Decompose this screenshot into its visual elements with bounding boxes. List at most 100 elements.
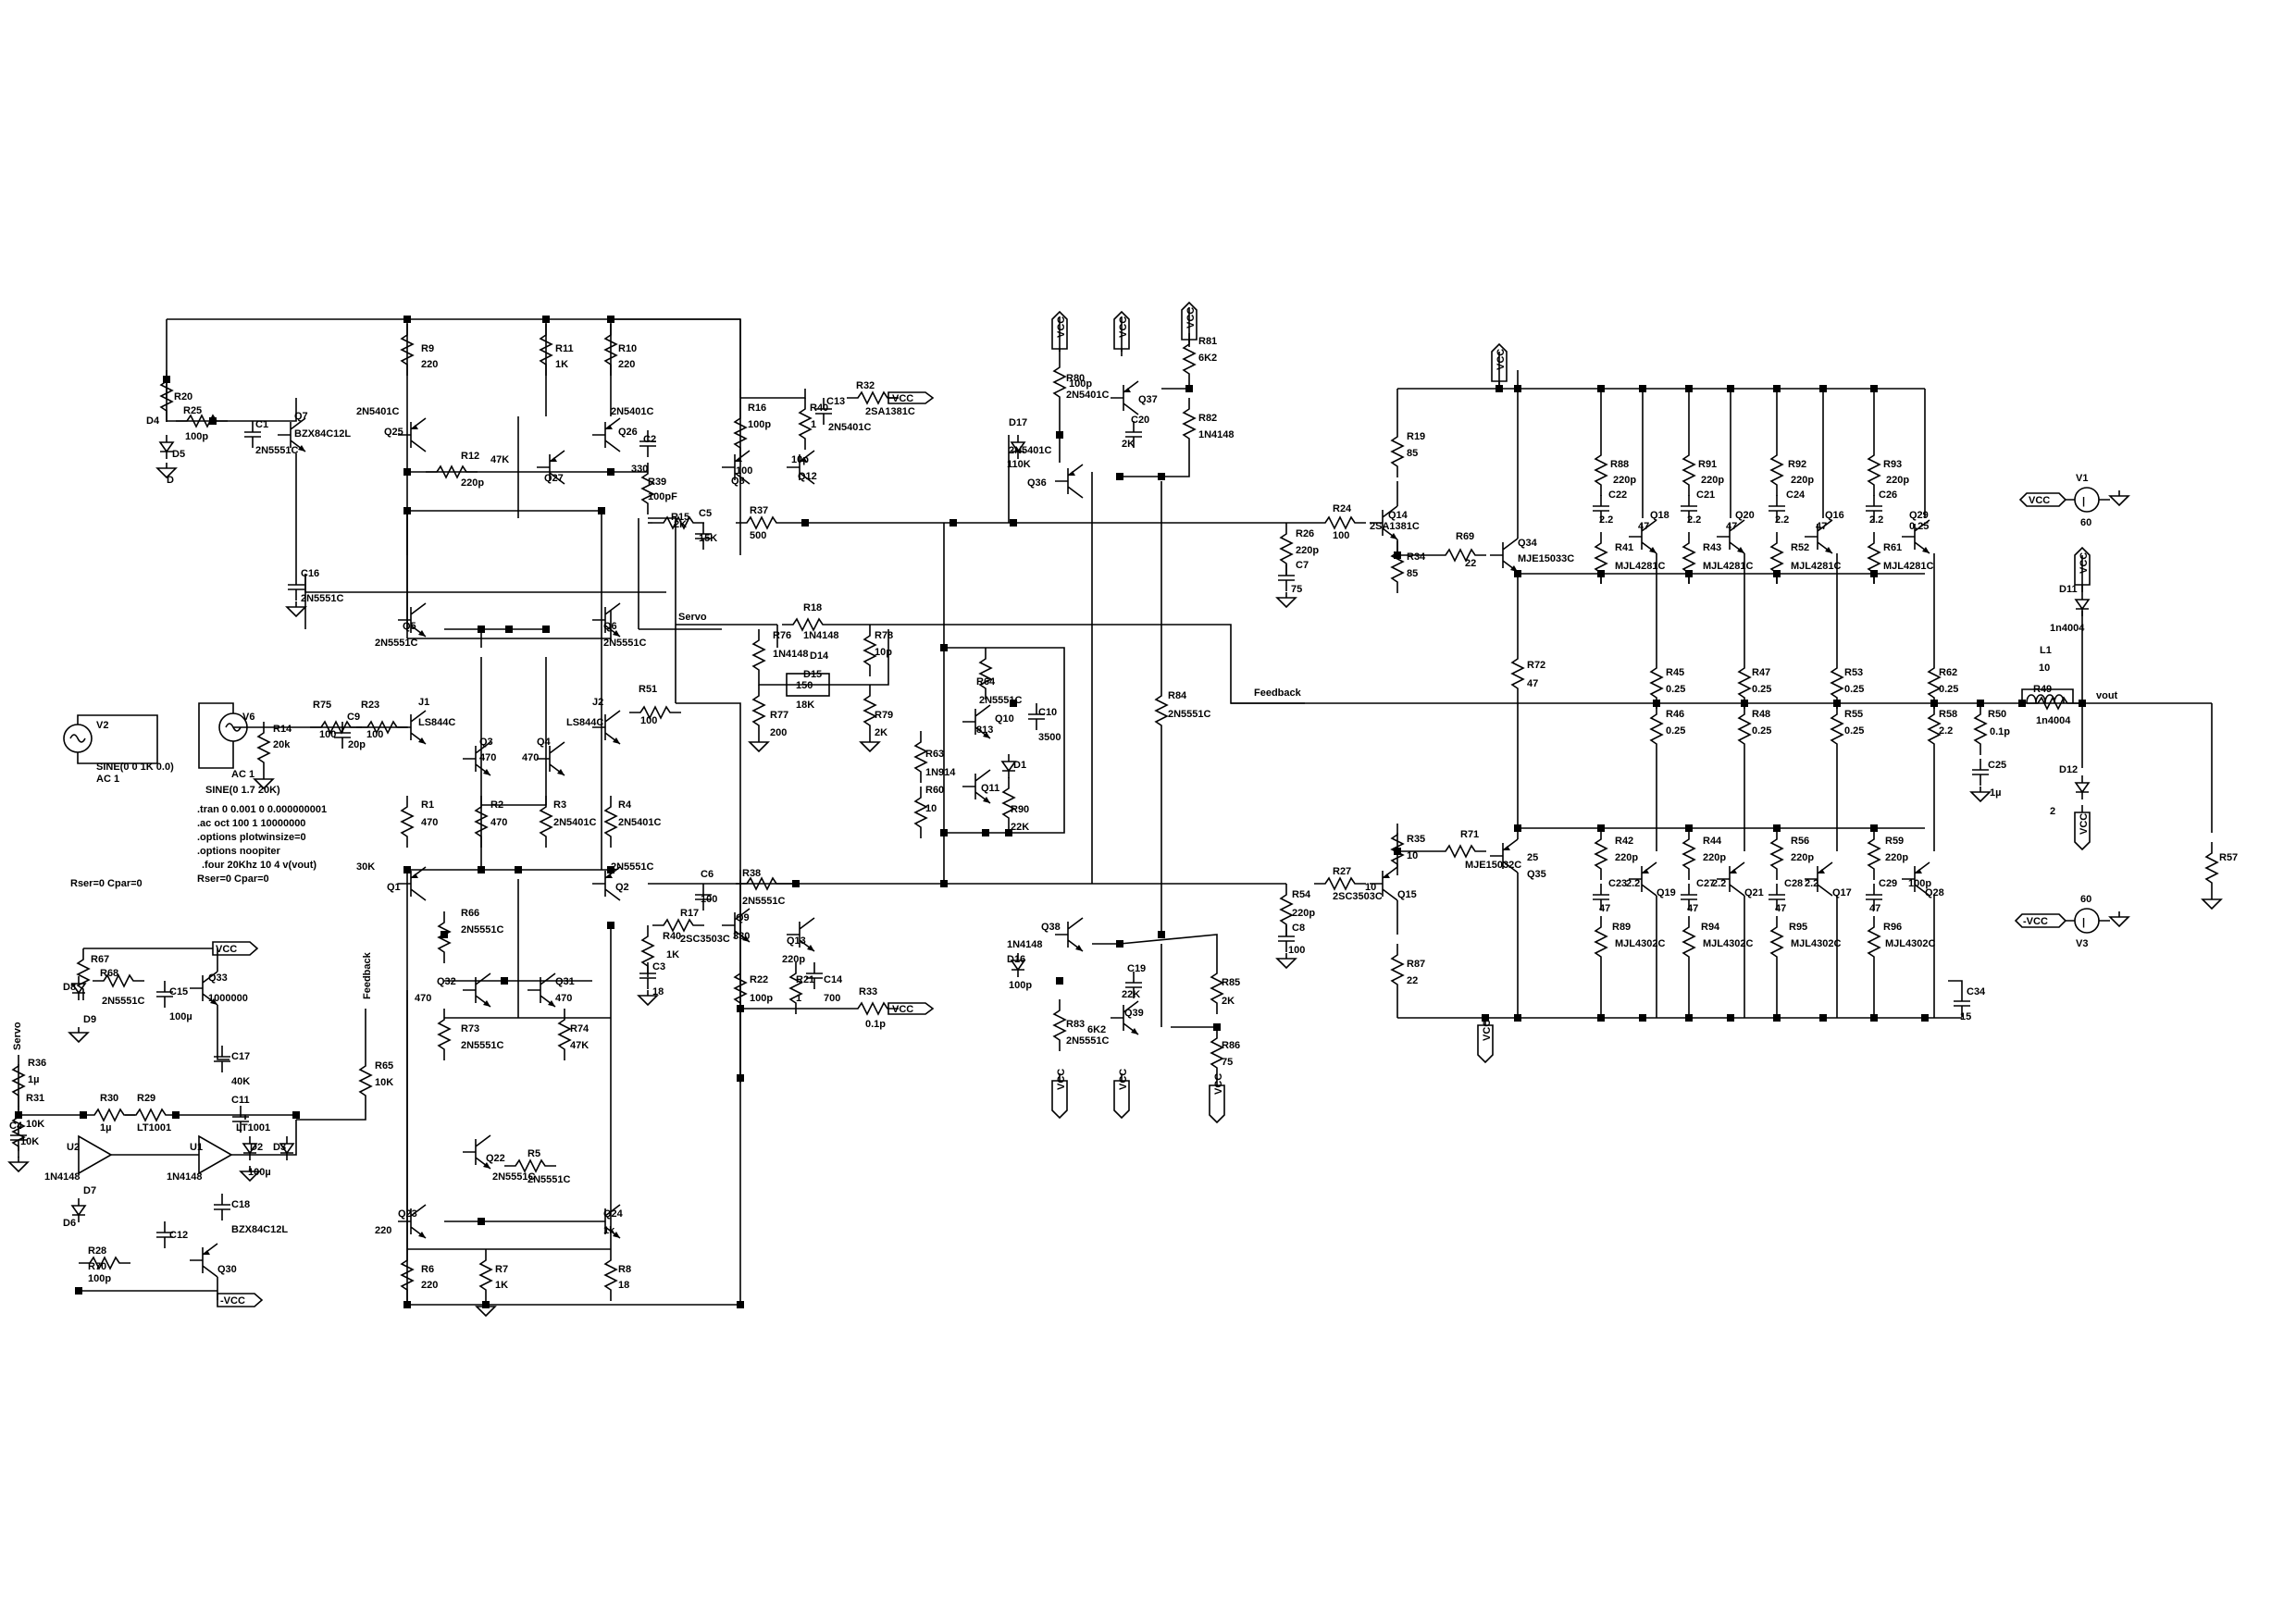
svg-text:1N4148: 1N4148 — [773, 649, 809, 660]
svg-text:22K: 22K — [1011, 822, 1029, 833]
c13-ref: C13 — [826, 396, 845, 407]
r89-ref: R89 — [1612, 922, 1631, 933]
r94-ref: R94 — [1701, 922, 1720, 933]
svg-text:200: 200 — [770, 727, 787, 738]
r26-ref: R26 — [1296, 528, 1314, 539]
nvcc-flag-3: VCC — [1213, 1073, 1224, 1095]
r8-ref: R8 — [618, 1264, 631, 1275]
r83-ref: R83 — [1066, 1019, 1085, 1030]
svg-text:100p: 100p — [750, 993, 773, 1004]
svg-text:2.2: 2.2 — [1775, 514, 1789, 526]
r6-ref: R6 — [421, 1264, 434, 1275]
q23-ref: Q23 — [398, 1208, 417, 1220]
svg-text:220p: 220p — [1703, 852, 1726, 863]
q37-type: 100p — [1069, 378, 1092, 390]
u2-ref: U2 — [67, 1142, 80, 1153]
svg-text:470: 470 — [421, 817, 438, 828]
svg-text:0.25: 0.25 — [1844, 684, 1864, 695]
svg-text:220p: 220p — [1791, 475, 1814, 486]
c8-ref: C8 — [1292, 923, 1305, 934]
directive-4: .options noopiter — [197, 846, 281, 857]
svg-text:MJL4281C: MJL4281C — [1883, 561, 1933, 572]
svg-text:0.25: 0.25 — [1666, 725, 1685, 737]
r24-ref: R24 — [1333, 503, 1352, 514]
r65-ref: R65 — [375, 1060, 393, 1072]
l1-ref: L1 — [2040, 645, 2052, 656]
r22-ref: R22 — [750, 974, 768, 985]
svg-text:2N5401C: 2N5401C — [553, 817, 597, 828]
svg-text:10: 10 — [1407, 850, 1418, 861]
svg-text:1k: 1k — [603, 1225, 615, 1236]
svg-text:1n4004: 1n4004 — [2050, 623, 2085, 634]
r12-ref: R12 — [461, 451, 479, 462]
svg-text:0.25: 0.25 — [1844, 725, 1864, 737]
svg-text:18: 18 — [618, 1280, 629, 1291]
d12-ref: D12 — [2059, 764, 2078, 775]
svg-text:0.25: 0.25 — [1752, 725, 1771, 737]
c34-ref: C34 — [1967, 986, 1986, 997]
svg-text:2.2: 2.2 — [1599, 514, 1613, 526]
d7-ref: D7 — [83, 1185, 96, 1196]
d9-ref: D9 — [83, 1014, 96, 1025]
q11-ref: Q11 — [981, 783, 999, 794]
q25-ref: Q25 — [384, 427, 403, 438]
q6-ref: Q6 — [603, 621, 617, 632]
v2-ac: AC 1 — [96, 774, 119, 785]
vout-net-label: vout — [2096, 690, 2118, 701]
c26-ref: C26 — [1879, 489, 1897, 501]
r91-ref: R91 — [1698, 459, 1717, 470]
r30-ref: R30 — [100, 1093, 118, 1104]
r27-ref: R27 — [1333, 866, 1351, 877]
q39-ref: Q39 — [1124, 1008, 1144, 1019]
svg-text:75: 75 — [1291, 584, 1302, 595]
q17-type: 2.2 — [1805, 878, 1818, 889]
c4-ref: C4 — [9, 1121, 23, 1132]
svg-text:10K: 10K — [26, 1119, 44, 1130]
r61-ref: R61 — [1883, 542, 1902, 553]
r16-ref: R16 — [748, 403, 766, 414]
vcc-flag-3: VCC — [1185, 307, 1197, 328]
c1-ref: C1 — [255, 419, 268, 430]
d2-ref: D2 — [250, 1142, 263, 1153]
svg-text:220p: 220p — [1292, 908, 1315, 919]
svg-text:1µ: 1µ — [28, 1074, 39, 1085]
c19-ref: C19 — [1127, 963, 1146, 974]
svg-text:10p: 10p — [875, 647, 892, 658]
svg-text:100: 100 — [319, 729, 336, 740]
svg-text:20k: 20k — [273, 739, 291, 750]
nvcc-flag-2: VCC — [1118, 1069, 1129, 1090]
svg-text:2.2: 2.2 — [1939, 725, 1953, 737]
nvcc-flag-1: VCC — [1056, 1069, 1067, 1090]
v1-polarity: | — [2082, 496, 2085, 507]
r54-ref: R54 — [1292, 889, 1311, 900]
r80-ref: R80 — [1066, 373, 1085, 384]
r77-ref: R77 — [770, 710, 788, 721]
q14-ref: Q14 — [1388, 510, 1409, 521]
r17-ref: R17 — [680, 908, 699, 919]
r71-ref: R71 — [1460, 829, 1479, 840]
svg-text:2.2: 2.2 — [1869, 514, 1883, 526]
svg-text:220: 220 — [421, 359, 438, 370]
c23-ref: C23 — [1608, 878, 1627, 889]
c22-ref: C22 — [1608, 489, 1627, 501]
r49-ref: R49 — [2033, 684, 2052, 695]
r93-ref: R93 — [1883, 459, 1902, 470]
svg-text:220p: 220p — [1701, 475, 1724, 486]
svg-text:47: 47 — [1638, 521, 1649, 532]
r29-ref: R29 — [137, 1093, 155, 1104]
q35-type: 25 — [1527, 852, 1538, 863]
q37-ref: Q37 — [1138, 394, 1158, 405]
q17-ref: Q17 — [1832, 887, 1852, 898]
r32-vcc-flag: VCC — [892, 393, 913, 404]
q33-vcc-flag: VCC — [216, 944, 237, 955]
svg-text:47: 47 — [1816, 521, 1827, 532]
svg-text:100: 100 — [640, 715, 657, 726]
svg-text:2N5401C: 2N5401C — [828, 422, 872, 433]
svg-text:2N5551C: 2N5551C — [603, 638, 647, 649]
d11-vcc-flag: VCC — [2079, 552, 2090, 574]
svg-text:60: 60 — [2080, 517, 2091, 528]
q19-type: 2.2 — [1626, 878, 1640, 889]
c7-ref: C7 — [1296, 560, 1309, 571]
source-v6: V6 AC 1 SINE(0 1.7 20K) — [198, 702, 280, 796]
